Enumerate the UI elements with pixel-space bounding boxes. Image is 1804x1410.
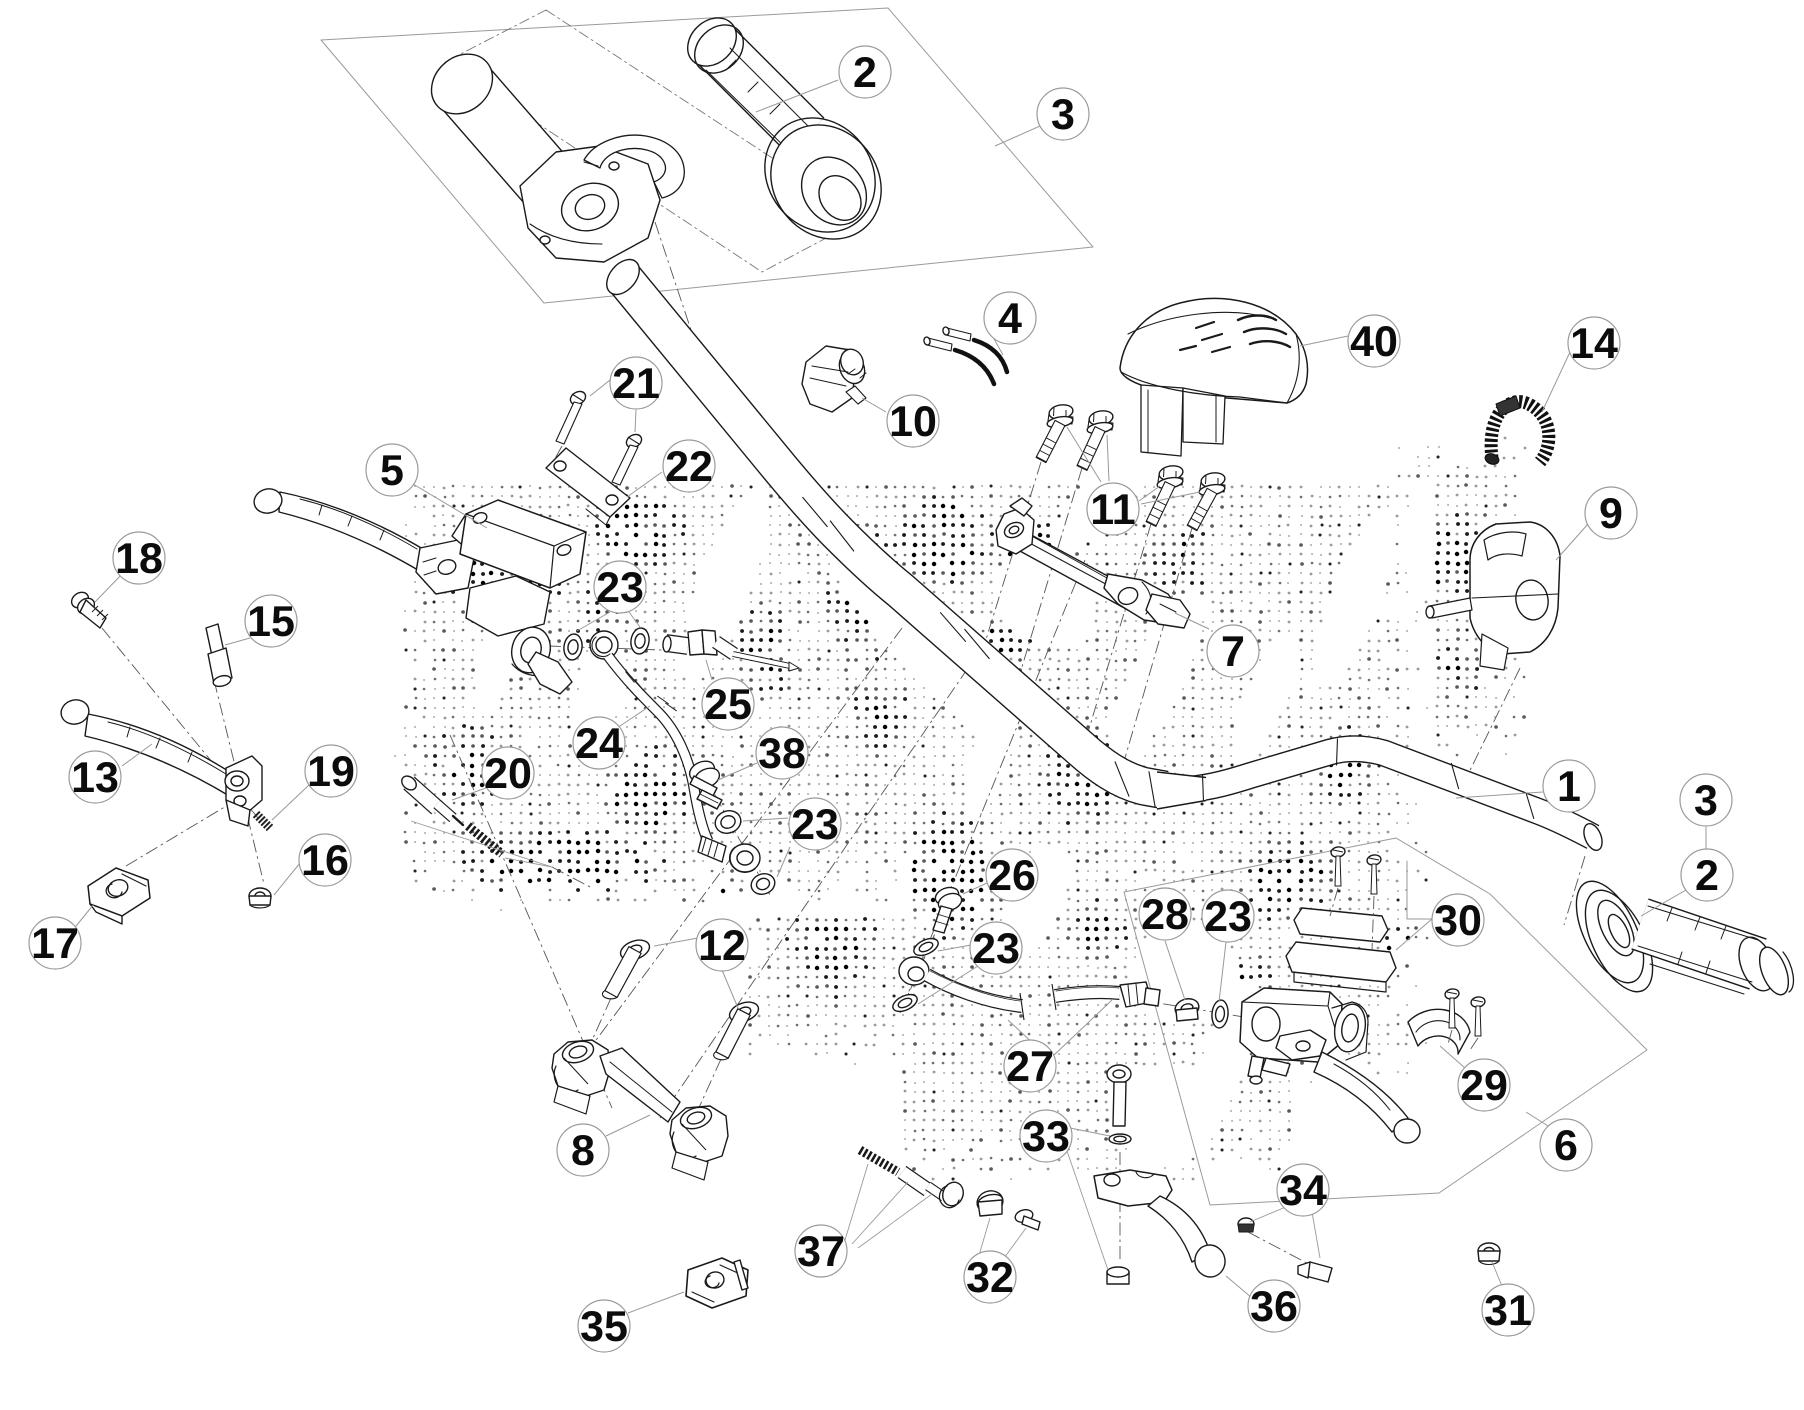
svg-text:34: 34: [1279, 1167, 1327, 1215]
svg-text:13: 13: [71, 754, 119, 802]
svg-text:23: 23: [972, 925, 1020, 973]
svg-text:32: 32: [966, 1254, 1014, 1302]
svg-text:37: 37: [797, 1228, 845, 1276]
svg-text:18: 18: [115, 535, 163, 583]
svg-text:8: 8: [571, 1127, 595, 1175]
svg-text:21: 21: [612, 360, 660, 408]
svg-text:3: 3: [1694, 777, 1718, 825]
svg-text:23: 23: [596, 564, 644, 612]
svg-text:23: 23: [791, 801, 839, 849]
svg-text:5: 5: [380, 447, 404, 495]
svg-text:11: 11: [1090, 486, 1135, 534]
svg-text:14: 14: [1570, 320, 1618, 368]
svg-text:10: 10: [889, 398, 937, 446]
svg-text:16: 16: [301, 837, 349, 885]
svg-text:20: 20: [484, 750, 532, 798]
svg-text:9: 9: [1599, 490, 1623, 538]
svg-text:40: 40: [1350, 318, 1398, 366]
svg-text:23: 23: [1204, 893, 1252, 941]
svg-text:12: 12: [698, 922, 746, 970]
svg-text:30: 30: [1434, 897, 1482, 945]
svg-text:29: 29: [1460, 1062, 1508, 1110]
svg-text:38: 38: [758, 730, 806, 778]
svg-text:19: 19: [307, 748, 355, 796]
svg-text:26: 26: [988, 852, 1036, 900]
svg-text:35: 35: [580, 1303, 628, 1351]
svg-text:36: 36: [1250, 1283, 1298, 1331]
svg-text:24: 24: [575, 720, 623, 768]
svg-text:22: 22: [665, 443, 713, 491]
svg-text:27: 27: [1006, 1043, 1054, 1091]
svg-text:3: 3: [1051, 91, 1075, 139]
svg-text:25: 25: [704, 681, 752, 729]
svg-text:33: 33: [1022, 1113, 1070, 1161]
svg-text:28: 28: [1141, 891, 1189, 939]
svg-text:7: 7: [1221, 628, 1245, 676]
svg-text:17: 17: [31, 920, 79, 968]
svg-text:2: 2: [853, 49, 877, 97]
svg-text:15: 15: [247, 598, 295, 646]
svg-text:4: 4: [998, 295, 1022, 343]
svg-text:31: 31: [1484, 1287, 1532, 1335]
svg-text:6: 6: [1554, 1122, 1578, 1170]
svg-text:2: 2: [1695, 852, 1719, 900]
svg-text:1: 1: [1557, 763, 1581, 811]
